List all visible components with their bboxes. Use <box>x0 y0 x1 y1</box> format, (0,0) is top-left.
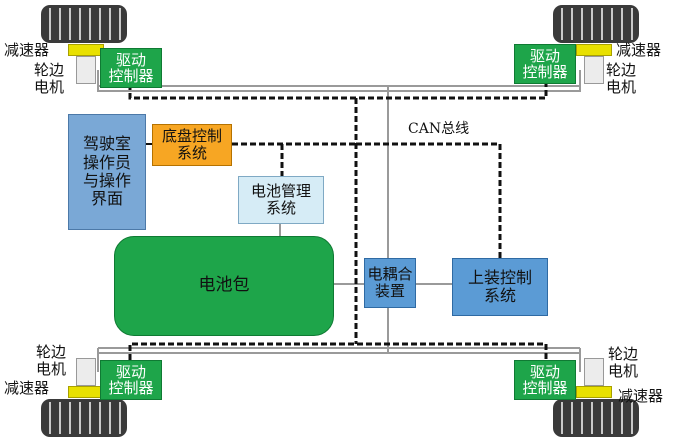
wheel-front-right <box>553 5 639 43</box>
reducer-label-fl: 减速器 <box>4 41 50 59</box>
wheel-motor-label-fr: 轮边 电机 <box>606 61 637 96</box>
motor-housing-rl <box>76 358 96 386</box>
wheel-motor-label-rl: 轮边 电机 <box>36 343 67 378</box>
battery-pack: 电池包 <box>114 236 334 336</box>
can-front <box>128 84 548 100</box>
wheel-motor-label-fl: 轮边 电机 <box>34 61 65 96</box>
motor-housing-fl <box>76 56 96 84</box>
wheel-rear-left <box>41 399 127 437</box>
drive-controller-rear-left: 驱动 控制器 <box>100 360 162 400</box>
motor-housing-fr <box>584 56 604 84</box>
chassis-control-system: 底盘控制 系统 <box>152 124 232 166</box>
can-bus-label: CAN总线 <box>408 121 470 137</box>
can-upper <box>356 142 502 258</box>
battery-management-system: 电池管理 系统 <box>238 176 324 224</box>
cockpit-operator-interface: 驾驶室 操作员 与操作 界面 <box>68 114 146 230</box>
wheel-front-left <box>41 5 127 43</box>
reducer-label-rr: 减速器 <box>618 387 664 405</box>
drive-controller-front-left: 驱动 控制器 <box>100 48 162 88</box>
reducer-bar-rl <box>68 386 104 398</box>
wheel-motor-label-rr: 轮边 电机 <box>608 345 639 380</box>
reducer-label-rl: 减速器 <box>4 379 50 397</box>
drive-controller-rear-right: 驱动 控制器 <box>514 360 576 400</box>
drive-controller-front-right: 驱动 控制器 <box>514 44 576 84</box>
reducer-bar-fr <box>576 44 612 56</box>
motor-housing-rr <box>584 358 604 386</box>
wheel-rear-right <box>553 399 639 437</box>
reducer-bar-fl <box>68 44 104 56</box>
reducer-label-fr: 减速器 <box>616 41 662 59</box>
electrical-coupling-device: 电耦合 装置 <box>364 258 416 308</box>
reducer-bar-rr <box>576 386 612 398</box>
upper-body-control-system: 上装控制 系统 <box>452 258 548 316</box>
